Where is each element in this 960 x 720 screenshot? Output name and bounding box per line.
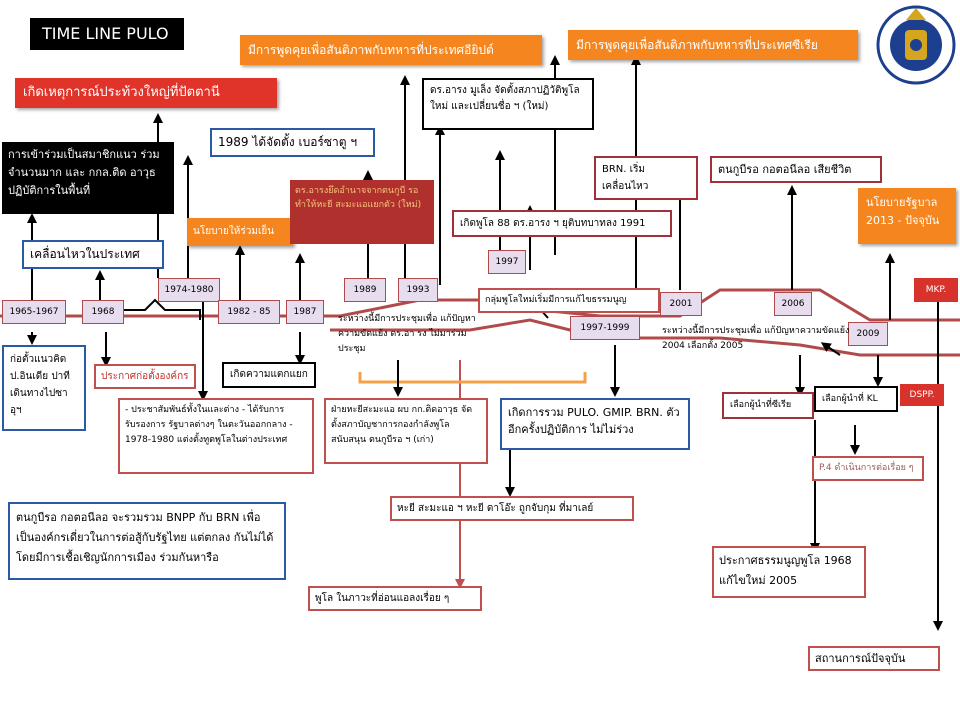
year-1997: 1997 — [488, 250, 526, 274]
year-1974-1980: 1974-1980 — [158, 278, 220, 302]
event-bersatu: 1989 ได้จัดตั้ง เบอร์ซาตู ฯ — [210, 128, 375, 157]
event-choose-syria: เลือกผู้นำที่ซีเรีย — [722, 392, 814, 419]
badge-dspp: DSPP. — [900, 384, 944, 406]
year-1982-85: 1982 - 85 — [218, 300, 280, 324]
year-2006: 2006 — [774, 292, 812, 316]
event-samae-side: ฝ่ายหะยีสะมะแอ ผบ กก.ติดอาวุธ จัดตั้งสภา… — [324, 398, 488, 464]
event-relations: - ประชาสัมพันธ์ทั้งในและต่าง - ได้รับการ… — [118, 398, 314, 474]
year-1987: 1987 — [286, 300, 324, 324]
event-merge: เกิดการรวม PULO. GMIP. BRN. ตัวอีกครั้งป… — [500, 398, 690, 450]
event-joining: การเข้าร่วมเป็นสมาชิกแนว ร่วมจำนวนมาก แล… — [2, 142, 174, 214]
event-arong-power: ดร.อารงยึดอำนาจจากตนกูบี รอ ทำให้หะยี สะ… — [290, 180, 434, 244]
event-arrest: หะยี สะมะแอ ฯ หะยี ดาโอ๊ะ ถูกจับกุม ที่ม… — [390, 496, 634, 521]
year-1968: 1968 — [82, 300, 124, 324]
event-pulo88: เกิดพูโล 88 ดร.อารง ฯ ยุติบทบาทลง 1991 — [452, 210, 672, 237]
university-seal-icon — [876, 5, 956, 85]
year-1965-1967: 1965-1967 — [2, 300, 66, 324]
year-1997-1999: 1997-1999 — [570, 316, 640, 340]
event-current: สถานการณ์ปัจจุบัน — [808, 646, 940, 671]
event-tunku-death: ตนกูบีรอ กอตอนีลอ เสียชีวิต — [710, 156, 882, 183]
year-2009: 2009 — [848, 322, 888, 346]
event-choose-kl: เลือกผู้นำที่ KL — [814, 386, 898, 412]
event-declare: ประกาศก่อตั้งองค์กร — [94, 364, 196, 389]
event-policy-gov: นโยบายรัฐบาล 2013 - ปัจจุบัน — [858, 188, 956, 244]
badge-mkp: MKP. — [914, 278, 958, 302]
event-syria: มีการพูดคุยเพื่อสันติภาพกับทหารที่ประเทศ… — [568, 30, 858, 60]
year-1993: 1993 — [398, 278, 438, 302]
event-meeting-2004: ระหว่างนี้มีการประชุมเพื่อ แก้ปัญหาความข… — [662, 326, 850, 351]
event-brn-move: BRN. เริ่มเคลื่อนไหว — [594, 156, 698, 200]
event-bnpp: ตนกูบีรอ กอตอนีลอ จะรวมรวม BNPP กับ BRN … — [8, 502, 286, 580]
event-pulo-weak: พูโล ในภาวะที่อ่อนแอลงเรื่อย ๆ — [308, 586, 482, 611]
event-policy-cool: นโยบายให้ร่วมเย็น — [187, 218, 293, 246]
event-egypt: มีการพูดคุยเพื่อสันติภาพกับทหารที่ประเทศ… — [240, 35, 542, 65]
event-p4: P.4 ดำเนินการต่อเรื่อย ๆ — [812, 456, 924, 481]
event-constitution: ประกาศธรรมนูญพูโล 1968 แก้ไขใหม่ 2005 — [712, 546, 866, 598]
event-pattani: เกิดเหตุการณ์ประท้วงใหญ่ที่ปัตตานี — [15, 78, 277, 108]
event-meeting-1989: ระหว่างนี้มีการประชุมเพื่อ แก้ปัญหาความข… — [338, 314, 476, 354]
year-2001: 2001 — [660, 292, 702, 316]
event-arong-council: ดร.อารง มูเล็ง จัดตั้งสภาปฏิวัติพูโล ใหม… — [422, 78, 594, 130]
event-split: เกิดความแตกแยก — [222, 362, 316, 388]
year-1989: 1989 — [344, 278, 386, 302]
event-new-pulo: กลุ่มพูโลใหม่เริ่มมีการแก้ไขธรรมนูญ — [478, 288, 660, 313]
event-inside: เคลื่อนไหวในประเทศ — [22, 240, 164, 269]
timeline-title: TIME LINE PULO — [30, 18, 184, 50]
university-logo — [872, 0, 956, 90]
event-founder: ก่อตั้วแนวคิด ป.อินเดีย ปาที เดินทางไปซา… — [2, 345, 86, 431]
